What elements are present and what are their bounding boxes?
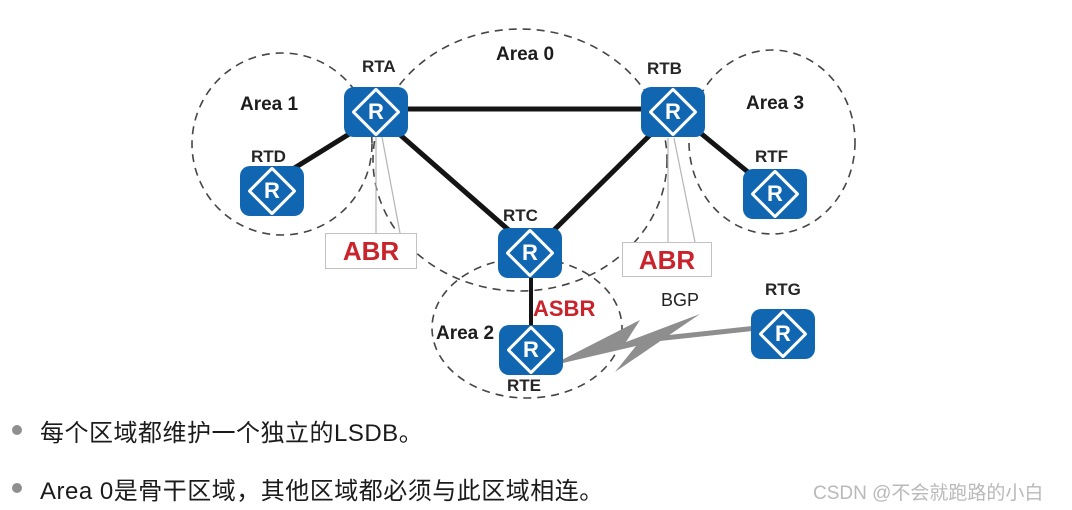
bullet-dot-icon [12, 425, 22, 435]
bgp-label: BGP [661, 290, 700, 310]
link-rtb-rtc [548, 130, 655, 236]
area-2-label: Area 2 [436, 323, 495, 344]
lightning-bolt-icon [550, 314, 700, 372]
router-node-rtg: R [751, 309, 815, 359]
area-3-boundary [688, 49, 856, 235]
diagram-canvas [191, 28, 856, 399]
router-node-rtd: R [240, 166, 304, 216]
router-icon-letter: R [775, 321, 791, 346]
area-3-label: Area 3 [746, 93, 805, 114]
link-rtb-rtf [695, 128, 757, 180]
router-node-rte: R [499, 325, 563, 375]
area-0-boundary [372, 28, 668, 292]
router-label-rtd: RTD [251, 147, 286, 166]
link-rta-rtd [285, 128, 357, 175]
abr-callout-left: ABR [325, 233, 417, 269]
router-node-rta: R [344, 87, 408, 137]
bullet-item: 每个区域都维护一个独立的LSDB。 [12, 414, 424, 447]
asbr-label: ASBR [533, 296, 596, 321]
router-icon-letter: R [523, 337, 539, 362]
router-label-rta: RTA [362, 57, 396, 76]
bgp-link-line [654, 325, 758, 342]
router-icon-letter: R [767, 181, 783, 206]
router-icon-letter: R [522, 240, 538, 265]
bullet-text: 每个区域都维护一个独立的LSDB。 [40, 419, 424, 447]
router-node-rtb: R [641, 87, 705, 137]
area-2-boundary [431, 257, 623, 399]
link-rta-rtc [395, 130, 515, 236]
abr-callout-right: ABR [622, 242, 712, 277]
area-0-label: Area 0 [496, 44, 555, 65]
bullet-dot-icon [12, 483, 22, 493]
bullet-text: Area 0是骨干区域，其他区域都必须与此区域相连。 [40, 477, 604, 505]
router-node-rtf: R [743, 169, 807, 219]
abr-label: ABR [342, 236, 400, 266]
router-icon-letter: R [264, 178, 280, 203]
router-label-rtg: RTG [765, 280, 801, 299]
router-node-rtc: R [498, 228, 562, 278]
bullet-item: Area 0是骨干区域，其他区域都必须与此区域相连。 [12, 472, 604, 505]
router-icon-letter: R [665, 99, 681, 124]
watermark: CSDN @不会就跑路的小白 [813, 483, 1044, 504]
area-1-boundary [191, 52, 373, 236]
abr-left-callout-line [381, 136, 401, 234]
router-icon-letter: R [368, 99, 384, 124]
router-label-rtc: RTC [503, 206, 538, 225]
router-label-rtf: RTF [755, 147, 789, 166]
router-label-rtb: RTB [647, 59, 682, 78]
area-1-label: Area 1 [240, 94, 299, 115]
abr-label: ABR [638, 244, 696, 275]
abr-right-callout-line [673, 137, 696, 243]
router-label-rte: RTE [507, 376, 541, 395]
